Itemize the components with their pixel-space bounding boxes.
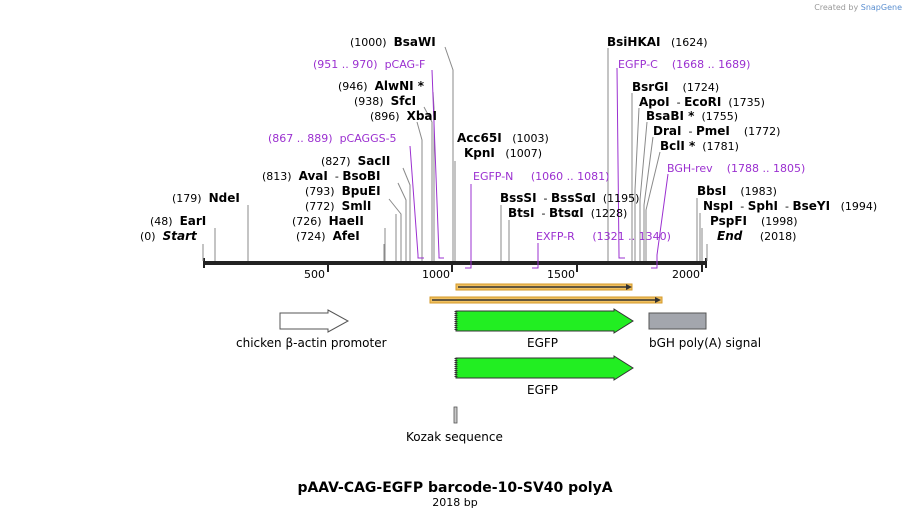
site-bsssi: BssSI - BssSαI (1195) — [500, 191, 640, 206]
primer-bghrev: BGH-rev (1788 .. 1805) — [667, 162, 806, 175]
map-title: pAAV-CAG-EGFP barcode-10-SV40 polyA — [297, 480, 613, 496]
primer-pcaggs5: (867 .. 889) pCAGGS-5 — [268, 132, 397, 145]
site-start: (0) Start — [140, 229, 197, 244]
egfp-arrow-1 — [455, 308, 634, 334]
site-bbsi: BbsI (1983) — [697, 184, 777, 199]
cut-line-apoi — [634, 107, 640, 261]
orf-short — [455, 283, 633, 291]
primer-line-egfpc — [616, 67, 625, 259]
site-ndei: (179) NdeI — [172, 191, 240, 206]
cut-line-bcli — [645, 151, 661, 261]
primer-line-pcagf — [431, 69, 444, 259]
primer-exfpr: EXFP-R (1321 .. 1340) — [536, 230, 671, 243]
site-nspi: NspI - SphI - BseYI (1994) — [703, 199, 878, 214]
feature-label-polya: bGH poly(A) signal — [649, 336, 762, 350]
tick-label-2000: 2000 — [672, 268, 700, 281]
site-sfci: (938) SfcI — [354, 94, 417, 109]
site-end: End (2018) — [717, 229, 797, 244]
cut-line-bpuei — [388, 198, 402, 261]
site-sacii: (827) SacII — [321, 154, 391, 169]
primer-pcagf: (951 .. 970) pCAG-F — [313, 58, 426, 71]
feature-label-promoter: chicken β-actin promoter — [236, 336, 387, 350]
site-bsihkai: BsiHKAI (1624) — [607, 35, 708, 50]
cut-line-xbai — [416, 121, 423, 261]
site-bsabi: BsaBI * (1755) — [646, 109, 739, 124]
backbone-end-right — [705, 258, 707, 268]
primer-egfpc: EGFP-C (1668 .. 1689) — [618, 58, 751, 71]
egfp-arrow-2 — [455, 355, 634, 381]
feature-label-egfp-1: EGFP — [527, 336, 559, 350]
primer-line-egfpn — [465, 184, 472, 269]
site-alwni: (946) AlwNI * — [338, 79, 425, 94]
tick-label-1000: 1000 — [422, 268, 450, 281]
cut-line-sfci — [423, 106, 433, 261]
site-apoi: ApoI - EcoRI (1735) — [639, 95, 765, 110]
site-acc65i: Acc65I (1003) — [457, 131, 549, 146]
polya-box — [648, 312, 707, 330]
site-haeii: (726) HaeII — [292, 214, 364, 229]
site-bsawi: (1000) BsaWI — [350, 35, 436, 50]
cut-line-sacii — [402, 167, 411, 261]
kozak-mark — [453, 406, 458, 424]
site-eari: (48) EarI — [150, 214, 207, 229]
site-bpuei: (793) BpuEI — [305, 184, 381, 199]
primer-line-exfpr — [532, 243, 539, 269]
orf-long — [429, 296, 663, 304]
snapgene-logo: SnapGene — [860, 3, 902, 12]
feature-label-egfp-2: EGFP — [527, 383, 559, 397]
cut-line-avai — [397, 182, 407, 261]
site-xbai: (896) XbaI — [370, 109, 437, 124]
site-bsrgi: BsrGI (1724) — [632, 80, 720, 95]
site-pspfi: PspFI (1998) — [710, 214, 798, 229]
tick-label-500: 500 — [304, 268, 325, 281]
backbone-end-left — [203, 258, 205, 268]
primer-egfpn: EGFP-N (1060 .. 1081) — [473, 170, 610, 183]
site-bcli: BclI * (1781) — [660, 139, 739, 154]
map-length: 2018 bp — [432, 496, 478, 509]
site-kpni: KpnI (1007) — [464, 146, 542, 161]
primer-line-bghrev — [651, 173, 669, 269]
cut-line-bsabi — [639, 121, 648, 261]
site-avai: (813) AvaI - BsoBI — [262, 169, 381, 184]
promoter-arrow — [279, 309, 350, 333]
primer-line-pcaggs5 — [409, 145, 424, 259]
snapgene-credit: Created by SnapGene — [814, 3, 902, 12]
cut-line-drai — [643, 136, 654, 261]
site-drai: DraI - PmeI (1772) — [653, 124, 781, 139]
tick-label-1500: 1500 — [547, 268, 575, 281]
site-afei: (724) AfeI — [296, 229, 360, 244]
site-smli: (772) SmlI — [305, 199, 372, 214]
cut-line-bsawi — [444, 46, 454, 261]
feature-label-kozak: Kozak sequence — [406, 430, 503, 444]
dna-backbone — [203, 261, 707, 265]
site-btsi: BtsI - BtsαI (1228) — [508, 206, 628, 221]
